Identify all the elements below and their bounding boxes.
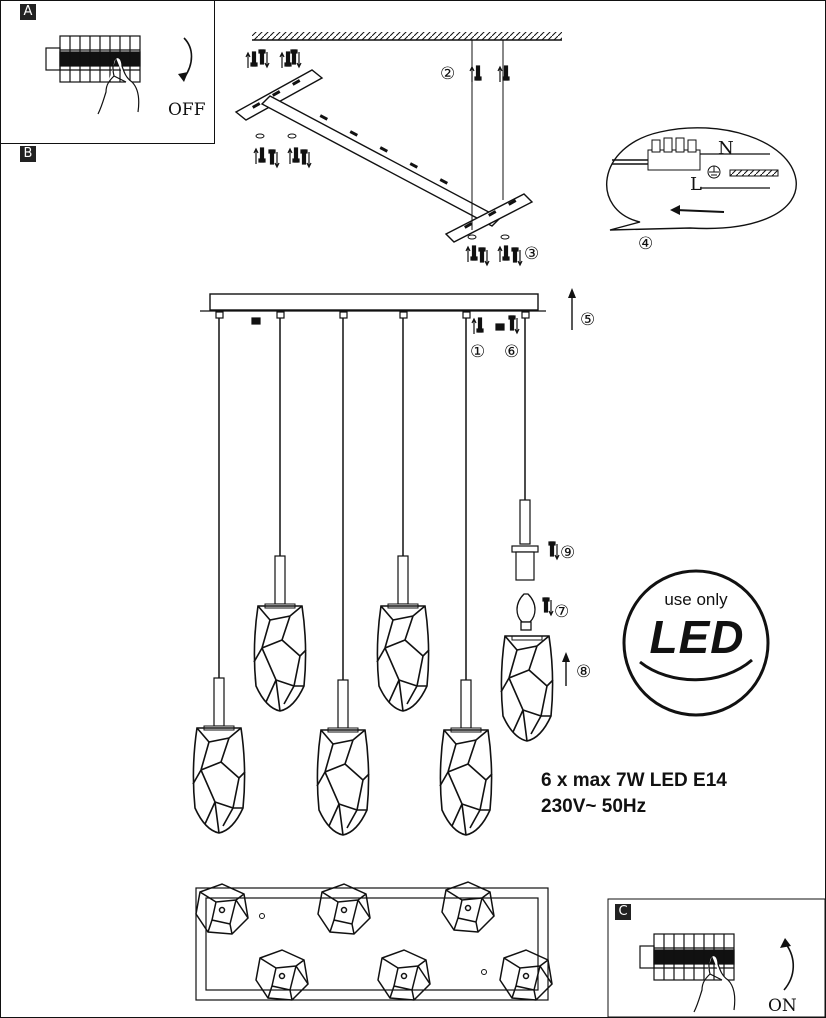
ceiling-hatch bbox=[252, 32, 562, 41]
spec-wattage: 6 x max 7W LED E14 bbox=[541, 770, 727, 791]
glass-shade bbox=[500, 635, 554, 742]
panel-a-label: A bbox=[20, 4, 36, 20]
step-3-marker: ③ bbox=[524, 244, 540, 264]
step-2-marker: ② bbox=[440, 64, 456, 84]
panel-c-box bbox=[607, 898, 826, 1018]
led-badge-top-text: use only bbox=[664, 590, 728, 609]
led-badge-main-text: LED bbox=[649, 611, 745, 663]
step-6-marker: ⑥ bbox=[504, 342, 520, 362]
panel-a-box bbox=[0, 0, 215, 144]
step-4-marker: ④ bbox=[638, 234, 654, 254]
canopy-bar bbox=[209, 293, 539, 311]
glass-shade bbox=[192, 725, 246, 834]
wiring-bubble bbox=[606, 127, 797, 231]
step-8-marker: ⑧ bbox=[576, 662, 592, 682]
panel-b-label: B bbox=[20, 146, 36, 162]
neutral-label: N bbox=[718, 138, 734, 159]
spec-voltage: 230V~ 50Hz bbox=[541, 796, 647, 817]
step-7-marker: ⑦ bbox=[554, 602, 570, 622]
glass-shade bbox=[439, 727, 493, 836]
bulb-icon bbox=[516, 593, 536, 631]
off-caption: OFF bbox=[168, 100, 206, 120]
glass-shade bbox=[376, 603, 430, 712]
glass-shade bbox=[316, 727, 370, 836]
step-1-marker: ① bbox=[470, 342, 486, 362]
step-9-marker: ⑨ bbox=[560, 543, 576, 563]
on-caption: ON bbox=[768, 996, 797, 1016]
turn-off-arrow-icon bbox=[183, 37, 193, 79]
led-only-badge bbox=[622, 569, 770, 717]
glass-shade bbox=[253, 603, 307, 712]
top-view-plate bbox=[195, 881, 553, 1001]
step-5-marker: ⑤ bbox=[580, 310, 596, 330]
mounting-bracket bbox=[234, 69, 534, 243]
panel-c-label: C bbox=[615, 904, 631, 920]
live-label: L bbox=[690, 174, 702, 195]
turn-on-arrow-icon bbox=[783, 943, 795, 991]
